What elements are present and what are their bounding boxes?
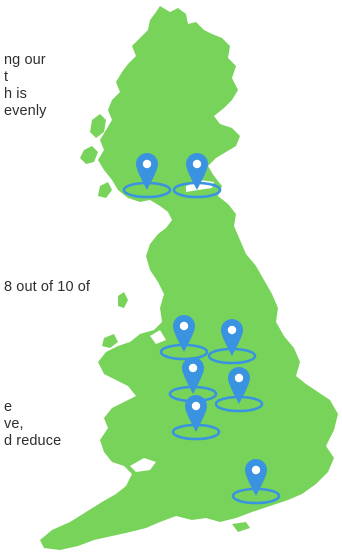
- estuary-inlet: [130, 458, 156, 472]
- pin-manchester[interactable]: [159, 315, 209, 361]
- pin-center-dot: [234, 373, 244, 383]
- pin-center-dot: [191, 401, 201, 411]
- pin-nottingham[interactable]: [214, 367, 264, 413]
- map-pin-icon: [182, 357, 204, 394]
- pin-glasgow[interactable]: [122, 153, 172, 199]
- scottish-island: [98, 182, 112, 198]
- scottish-island: [90, 114, 106, 138]
- text-fragment-7: ve,: [4, 416, 24, 432]
- island: [102, 334, 118, 348]
- map-pin-icon: [185, 395, 207, 432]
- text-fragment-6: e: [4, 399, 13, 415]
- pin-london[interactable]: [231, 459, 281, 505]
- text-fragment-4: evenly: [4, 103, 47, 119]
- map-pin-icon: [173, 315, 195, 352]
- map-pin-icon: [228, 367, 250, 404]
- pin-center-dot: [192, 159, 202, 169]
- pin-center-dot: [188, 363, 198, 373]
- map-pin-icon: [136, 153, 158, 190]
- great-britain-landmass: [40, 6, 338, 550]
- pin-edinburgh[interactable]: [172, 153, 222, 199]
- pin-center-dot: [142, 159, 152, 169]
- text-fragment-3: h is: [4, 86, 27, 102]
- scottish-island: [80, 146, 98, 164]
- island: [118, 292, 128, 308]
- text-fragment-2: t: [4, 69, 9, 85]
- text-fragment-5: 8 out of 10 of: [4, 279, 91, 295]
- pin-center-dot: [251, 465, 261, 475]
- text-fragment-8: d reduce: [4, 433, 62, 449]
- island: [232, 522, 250, 532]
- location-pins: [122, 153, 281, 505]
- map-pin-icon: [186, 153, 208, 190]
- map-pin-icon: [245, 459, 267, 496]
- pin-center-dot: [227, 325, 237, 335]
- pin-center-dot: [179, 321, 189, 331]
- pin-birmingham[interactable]: [171, 395, 221, 441]
- map-pin-icon: [221, 319, 243, 356]
- bay-inlet: [150, 330, 166, 344]
- pin-leeds[interactable]: [207, 319, 257, 365]
- text-fragment-1: ng our: [4, 52, 46, 68]
